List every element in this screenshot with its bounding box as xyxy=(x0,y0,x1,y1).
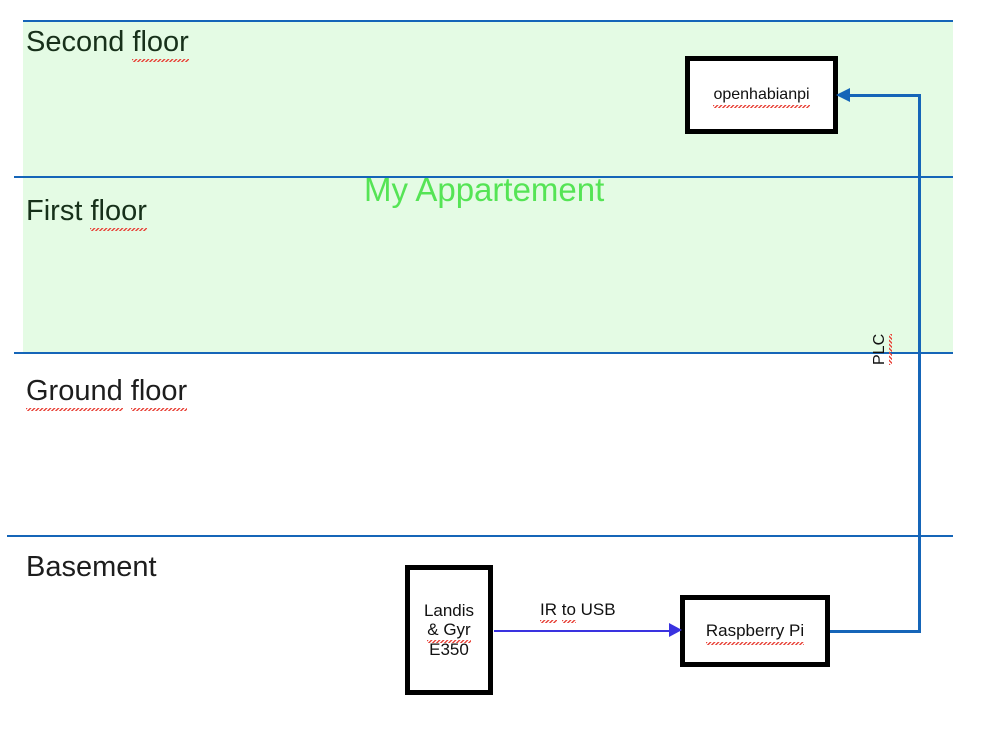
floor-label-first-word2: floor xyxy=(90,195,147,227)
node-landis-gyr[interactable]: Landis & Gyr E350 xyxy=(405,565,493,695)
floor-divider-ground xyxy=(14,352,953,354)
connection-plc-segment-vertical xyxy=(918,94,921,633)
connection-plc-segment-bottom xyxy=(830,630,921,633)
connection-plc-label: PLC xyxy=(871,333,888,365)
node-openhabianpi-label: openhabianpi xyxy=(713,86,810,108)
floor-label-ground-word2: floor xyxy=(130,375,188,407)
node-landis-gyr-line2: & Gyr xyxy=(427,620,471,640)
floor-label-second: Second floor xyxy=(26,28,189,57)
diagram-title: My Appartement xyxy=(364,171,605,208)
floor-label-second-word1: Second xyxy=(26,26,133,58)
node-landis-gyr-line3: E350 xyxy=(429,639,469,659)
connection-plc-segment-top xyxy=(849,94,921,97)
connection-ir-to-usb-label: IR to USB xyxy=(540,601,616,618)
node-landis-gyr-line1: Landis xyxy=(423,601,475,621)
node-raspberry-pi[interactable]: Raspberry Pi xyxy=(680,595,830,667)
connection-ir-to-usb-label-word1: IR xyxy=(540,600,557,619)
connection-plc-label-text: PLC xyxy=(871,333,888,365)
floor-label-second-word2: floor xyxy=(132,26,189,58)
floor-label-first-word1: First xyxy=(26,195,91,227)
floor-divider-first xyxy=(14,176,953,178)
connection-ir-to-usb-label-word2: to xyxy=(561,600,576,619)
node-landis-gyr-label: Landis & Gyr E350 xyxy=(424,601,474,658)
connection-plc-arrowhead-icon xyxy=(836,88,850,102)
floor-label-basement: Basement xyxy=(26,551,157,583)
connection-ir-to-usb-label-word3: USB xyxy=(580,600,616,619)
node-openhabianpi[interactable]: openhabianpi xyxy=(685,56,838,134)
connection-ir-to-usb-arrowhead-icon xyxy=(669,623,682,637)
floor-divider-second xyxy=(23,20,953,22)
connection-ir-to-usb-line xyxy=(494,630,672,632)
node-raspberry-pi-label: Raspberry Pi xyxy=(705,621,805,645)
floor-divider-basement xyxy=(7,535,953,537)
floor-label-ground-word1: Ground xyxy=(26,375,123,407)
floor-label-ground: Ground floor xyxy=(26,377,187,406)
floor-label-first: First floor xyxy=(26,197,147,226)
